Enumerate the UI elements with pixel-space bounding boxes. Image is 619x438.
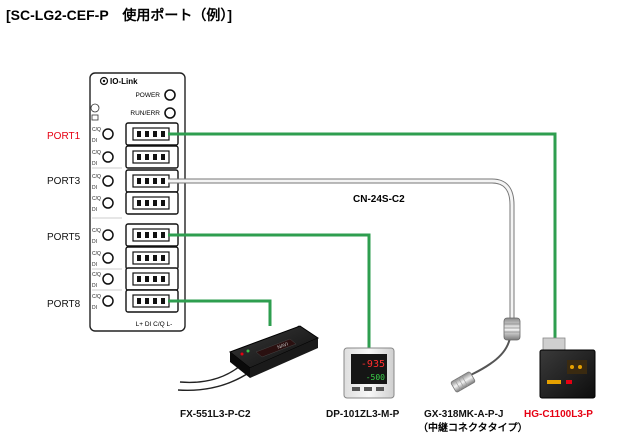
power-indicator [164,89,176,101]
port8-pin [161,298,165,304]
port2-pin [153,154,157,160]
gx-318-proximity-sensor [450,317,521,393]
port5-pin [137,232,141,238]
device-label-fx-551: FX-551L3-P-C2 [180,409,251,420]
port7-led [102,273,114,285]
reset-switch-icon [90,103,100,121]
port5-di-label: DI [92,239,97,245]
port6-cq-label: C/Q [92,251,101,257]
port5-led [102,229,114,241]
port1-pin [153,131,157,137]
port6-socket [132,251,170,265]
port-label-port1: PORT1 [47,131,81,142]
port7-cq-label: C/Q [92,272,101,278]
io-link-logo-text: IO-Link [110,77,138,86]
port4-pin [153,200,157,206]
port3-pin [153,178,157,184]
port-label-port5: PORT5 [47,232,81,243]
port1-cq-label: C/Q [92,127,101,133]
port2-led [102,151,114,163]
hg-c1100-laser-sensor [539,337,596,399]
port3-di-label: DI [92,185,97,191]
port3-led [102,175,114,187]
link-port8-fx-551 [168,299,272,326]
port5-pin [145,232,149,238]
port8-pin [137,298,141,304]
port1-di-label: DI [92,138,97,144]
port6-pin [153,255,157,261]
port8-cq-label: C/Q [92,294,101,300]
port1-pin [161,131,165,137]
port8-led [102,295,114,307]
port1-pin [145,131,149,137]
port4-socket [132,196,170,210]
port6-led [102,252,114,264]
port2-socket [132,150,170,164]
port1-led [102,128,114,140]
port5-cq-label: C/Q [92,228,101,234]
port4-pin [161,200,165,206]
connection-lines [168,132,557,348]
port5-pin [161,232,165,238]
dp-101-pressure-sensor: -935 -500 [343,347,395,399]
port2-di-label: DI [92,161,97,167]
link-port5-dp-101 [168,233,371,348]
port6-di-label: DI [92,262,97,268]
port5-pin [153,232,157,238]
fx-551-amplifier: NAVI [177,325,320,392]
port7-pin [137,276,141,282]
port6-pin [145,255,149,261]
link-port1-hg-c1100 [168,132,557,338]
port1-pin [137,131,141,137]
port2-cq-label: C/Q [92,150,101,156]
hub-terminal-label: L+ DI C/Q L- [136,321,173,328]
power-indicator-label: POWER [135,92,160,99]
port4-cq-label: C/Q [92,196,101,202]
port4-pin [145,200,149,206]
cable-cn-24s [168,178,515,318]
cable-label: CN-24S-C2 [353,194,405,205]
device-label-dp-101: DP-101ZL3-M-P [326,409,400,420]
port8-pin [145,298,149,304]
run-err-indicator [164,107,176,119]
port-label-port3: PORT3 [47,176,81,187]
port4-led [102,197,114,209]
port7-pin [153,276,157,282]
port3-pin [145,178,149,184]
run-err-indicator-label: RUN/ERR [130,110,160,117]
port6-pin [161,255,165,261]
io-link-logo: IO-Link [99,76,138,86]
port6-pin [137,255,141,261]
port7-pin [145,276,149,282]
port4-di-label: DI [92,207,97,213]
port7-di-label: DI [92,283,97,289]
io-link-hub: IO-Link POWER RUN/ERR C/Q DI C/Q DI C/Q DI C/Q… [89,72,186,332]
dp-display-bottom: -500 [366,373,385,382]
dp-display-top: -935 [361,359,385,370]
amp-display-text: NAVI [277,341,290,351]
port2-pin [145,154,149,160]
port2-pin [161,154,165,160]
port3-cq-label: C/Q [92,174,101,180]
port7-socket [132,272,170,286]
diagram-title: [SC-LG2-CEF-P 使用ポート（例）] [6,7,232,23]
port8-di-label: DI [92,305,97,311]
port7-pin [161,276,165,282]
port4-pin [137,200,141,206]
port3-pin [161,178,165,184]
device-label-hg-c1100: HG-C1100L3-P [524,409,593,420]
device-label-gx-318: GX-318MK-A-P-J [424,409,503,420]
port3-pin [137,178,141,184]
port2-pin [137,154,141,160]
port-label-port8: PORT8 [47,299,81,310]
device-sublabel-gx-318: （中継コネクタタイプ） [418,421,528,434]
port8-pin [153,298,157,304]
